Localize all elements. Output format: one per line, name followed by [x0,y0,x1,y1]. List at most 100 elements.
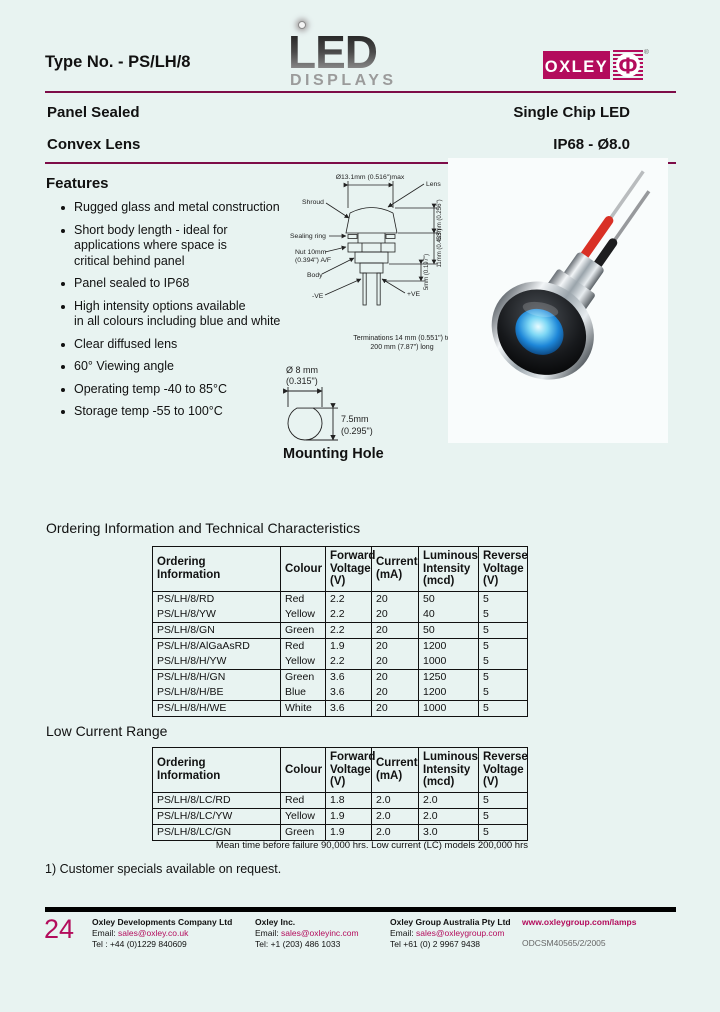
cell: Red [280,792,326,809]
cell: 2.0 [418,808,479,825]
lens-label: Lens [426,181,441,188]
col-header: Colour [280,747,326,793]
cell: 1250 [418,669,479,685]
cell: Blue [280,685,326,701]
features-title: Features [46,175,109,192]
cell: PS/LH/8/GN [152,622,281,639]
cell: 1200 [418,685,479,701]
cell: 1.9 [325,824,372,841]
cell: Green [280,622,326,639]
cell: Red [280,638,326,654]
feature-item: Clear diffused lens [58,337,298,353]
cell: PS/LH/8/LC/RD [152,792,281,809]
subtitle-panel-sealed: Panel Sealed [47,104,140,121]
cell: 1000 [418,654,479,670]
logo-displays-text: DISPLAYS [290,72,397,89]
email-link[interactable]: sales@oxleygroup.com [416,928,505,938]
blue-led-lens [515,308,564,355]
cell: 20 [371,700,419,717]
company-tel: Tel : +44 (0)1229 840609 [92,939,187,949]
oxley-phi-icon: Φ [619,53,638,79]
oxley-logo: OXLEY Φ ® [543,48,649,82]
footer-company-us: Oxley Inc. Email: sales@oxleyinc.com Tel… [255,917,415,950]
subtitle-ip68: IP68 - Ø8.0 [553,136,630,153]
feature-item: 60° Viewing angle [58,359,298,375]
cell: PS/LH/8/AlGaAsRD [152,638,281,654]
hole-outline [287,407,323,441]
footer-company-au: Oxley Group Australia Pty Ltd Email: sal… [390,917,550,950]
cell: Yellow [280,607,326,623]
cell: 20 [371,607,419,623]
email-label: Email: [390,928,414,938]
feature-item: Rugged glass and metal construction [58,200,298,216]
low-current-title: Low Current Range [46,723,168,739]
cell: Yellow [280,808,326,825]
cell: 20 [371,638,419,654]
cell: 2.2 [325,607,372,623]
website-link[interactable]: www.oxleygroup.com/lamps [522,917,637,927]
cell: 2.0 [418,792,479,809]
cell: 20 [371,669,419,685]
col-header: Ordering Information [152,747,281,793]
footnote: 1) Customer specials available on reques… [45,862,282,876]
mtbf-note: Mean time before failure 90,000 hrs. Low… [215,840,528,851]
feature-item: Storage temp -55 to 100°C [58,404,298,420]
company-name: Oxley Inc. [255,917,296,927]
sealing-ring-left [347,234,358,239]
cell: 20 [371,591,419,607]
footer-bar [45,907,676,912]
cell: White [280,700,326,717]
company-tel: Tel +61 (0) 2 9967 9438 [390,939,481,949]
nut-shape [347,242,396,253]
led-displays-logo: LED DISPLAYS [288,11,397,89]
email-link[interactable]: sales@oxleyinc.com [281,928,359,938]
ordering-table: Ordering Information Colour Forward Volt… [152,546,528,717]
mounting-hole-caption: Mounting Hole [283,446,384,462]
feature-item: Short body length - ideal for applicatio… [58,223,298,270]
cell: PS/LH/8/YW [152,607,281,623]
feature-item: Panel sealed to IP68 [58,276,298,292]
cell: 5 [478,654,528,670]
col-header: Luminous Intensity (mcd) [418,747,479,793]
shroud-shape [345,212,398,234]
email-link[interactable]: sales@oxley.co.uk [118,928,189,938]
cell: Green [280,824,326,841]
cell: 2.2 [325,591,372,607]
email-label: Email: [92,928,116,938]
cell: 2.2 [325,622,372,639]
dim-right-1: 6.5mm (0.256") [437,199,443,240]
product-photo [448,158,668,443]
lead-positive [376,272,381,306]
cell: Yellow [280,654,326,670]
cell: 1.9 [325,808,372,825]
cell: 50 [418,622,479,639]
ordering-title: Ordering Information and Technical Chara… [46,520,361,536]
cell: Green [280,669,326,685]
cell: 3.0 [418,824,479,841]
cell: PS/LH/8/LC/GN [152,824,281,841]
terminations-note-2: 200 mm (7.87") long [370,344,433,351]
cell: PS/LH/8/H/BE [152,685,281,701]
col-header: Ordering Information [152,546,281,592]
features-list: Rugged glass and metal construction Shor… [58,200,298,427]
cell: 3.6 [325,700,372,717]
cell: 5 [478,685,528,701]
col-header: Colour [280,546,326,592]
cell: PS/LH/8/LC/YW [152,808,281,825]
red-sleeve [576,216,614,265]
cell: 5 [478,607,528,623]
logo-oxley-text: OXLEY [545,58,608,76]
nut-label-2: (0.394") A/F [295,257,331,264]
cell: 1200 [418,638,479,654]
nut-label-1: Nut 10mm [295,249,327,256]
cell: 2.0 [371,808,419,825]
col-header: Current (mA) [371,546,419,592]
